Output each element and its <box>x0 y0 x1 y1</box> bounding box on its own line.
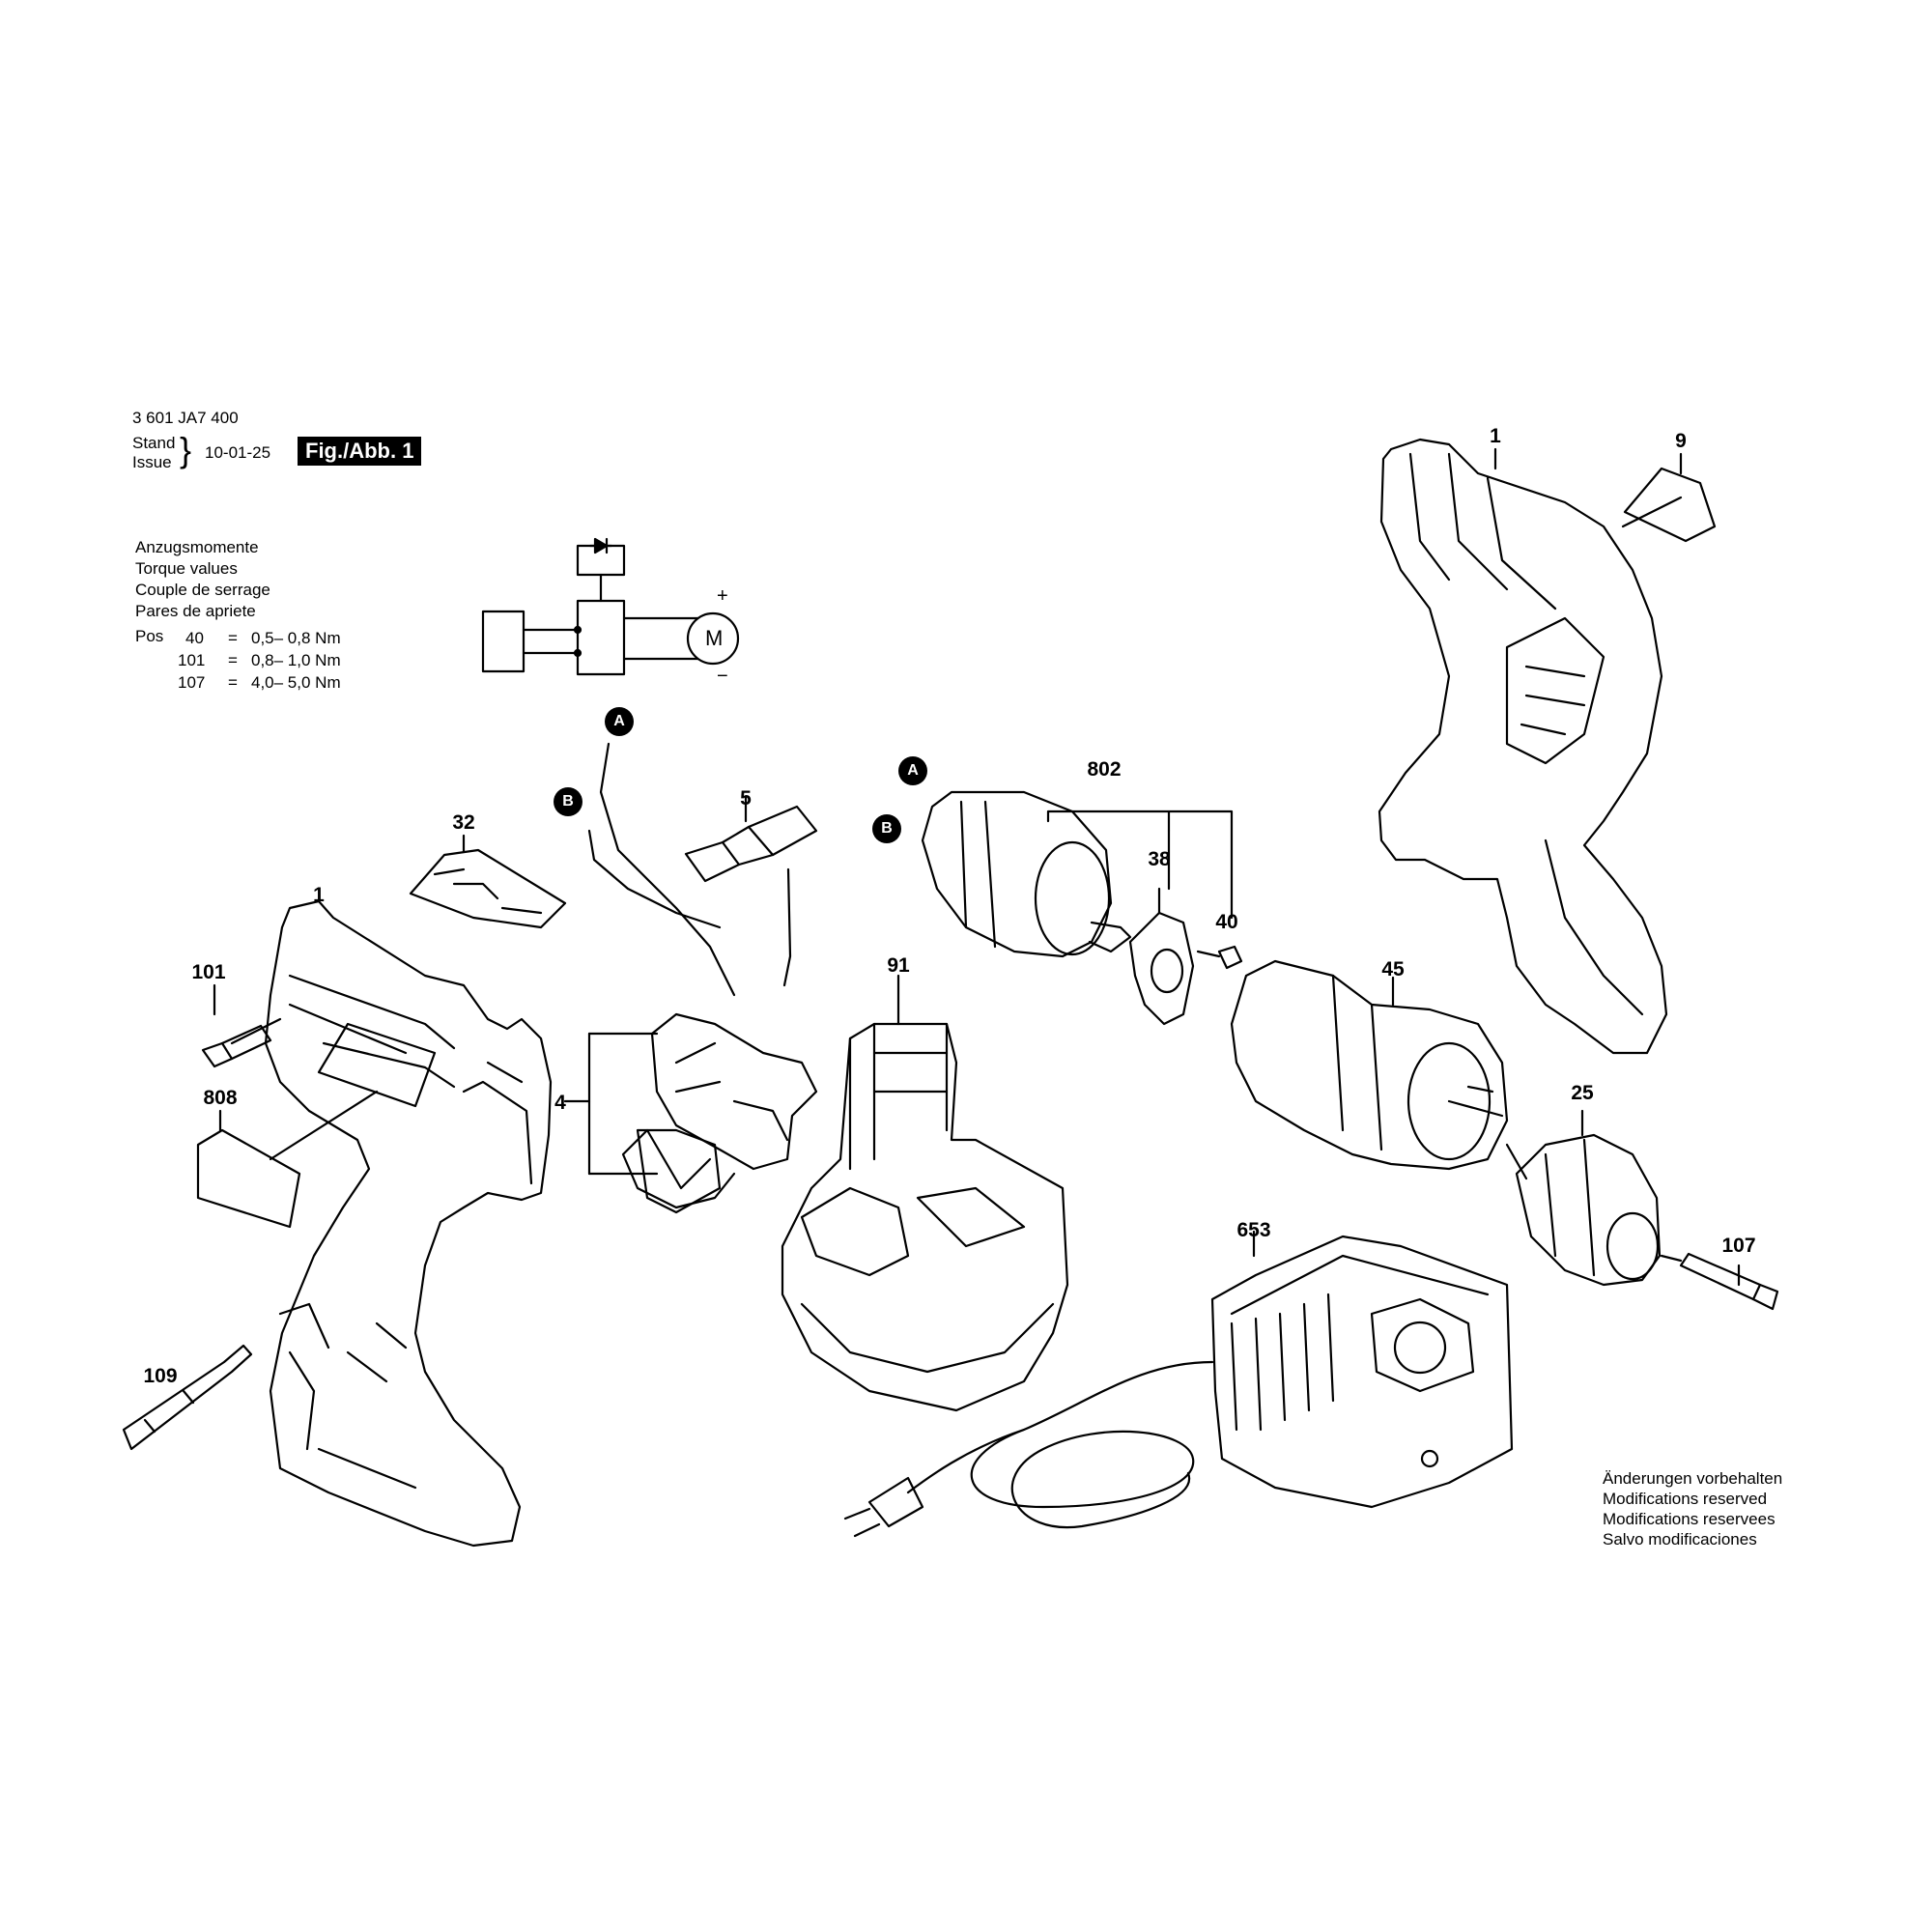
callout-bit-109: 109 <box>143 1365 178 1387</box>
housing-right-drawing <box>1378 438 1668 1055</box>
stand-label: Stand <box>132 434 176 452</box>
torque-title-es: Pares de apriete <box>135 602 256 620</box>
figure-label: Fig./Abb. 1 <box>298 437 422 466</box>
callout-motor-802: 802 <box>1087 758 1122 781</box>
torque-pos: 101 <box>178 651 206 669</box>
torque-pos-label: Pos <box>135 627 164 645</box>
motor-connector-marker-a: A <box>898 756 927 785</box>
callout-cover-5: 5 <box>740 787 752 810</box>
torque-title-de: Anzugsmomente <box>135 538 259 556</box>
torque-title-fr: Couple de serrage <box>135 581 270 599</box>
housing-left-drawing <box>264 899 553 1548</box>
label-808-drawing <box>196 1090 379 1229</box>
part-number: 3 601 JA7 400 <box>132 409 239 427</box>
callout-label-808: 808 <box>203 1087 238 1109</box>
callout-housing-right: 1 <box>1490 425 1501 447</box>
battery-91-drawing <box>781 974 1069 1412</box>
callout-plate-32: 32 <box>452 811 475 834</box>
issue-date: 10-01-25 <box>205 443 271 462</box>
footer-line-es: Salvo modificaciones <box>1603 1530 1757 1548</box>
callout-label-9: 9 <box>1675 430 1687 452</box>
torque-eq: = <box>228 673 238 692</box>
issue-brace: } <box>180 430 192 469</box>
switch-4-drawing <box>563 742 818 1214</box>
wiring-schematic <box>481 537 740 676</box>
connector-marker-b: B <box>554 787 582 816</box>
torque-title-en: Torque values <box>135 559 238 578</box>
torque-range: 4,0– 5,0 Nm <box>251 673 341 692</box>
footer-line-de: Änderungen vorbehalten <box>1603 1469 1783 1488</box>
callout-screw-107: 107 <box>1721 1235 1756 1257</box>
chuck-25-drawing <box>1505 1109 1662 1287</box>
torque-range: 0,5– 0,8 Nm <box>251 629 341 647</box>
charger-653-drawing <box>843 1230 1514 1538</box>
motor-symbol: M <box>705 626 724 650</box>
label-9-drawing <box>1621 452 1717 543</box>
callout-charger-653: 653 <box>1236 1219 1271 1241</box>
motor-connector-marker-b: B <box>872 814 901 843</box>
footer-line-fr: Modifications reservees <box>1603 1510 1776 1528</box>
torque-pos: 107 <box>178 673 206 692</box>
connector-marker-a: A <box>605 707 634 736</box>
callout-washer-38: 38 <box>1148 848 1171 870</box>
callout-screw-40: 40 <box>1215 911 1238 933</box>
washer-38-drawing <box>1128 887 1195 1026</box>
torque-pos: 40 <box>185 629 204 647</box>
callout-gearbox-45: 45 <box>1381 958 1405 980</box>
callout-screw-101: 101 <box>191 961 226 983</box>
torque-range: 0,8– 1,0 Nm <box>251 651 341 669</box>
gearbox-45-drawing <box>1230 959 1509 1171</box>
plate-32-drawing <box>409 834 567 929</box>
screw-107-drawing <box>1660 1252 1779 1311</box>
motor-802-drawing <box>921 790 1234 958</box>
bit-109-drawing <box>122 1344 253 1451</box>
screw-101-drawing <box>201 983 282 1068</box>
screw-40-drawing <box>1196 945 1243 970</box>
callout-battery-91: 91 <box>887 954 910 977</box>
torque-eq: = <box>228 651 238 669</box>
callout-chuck-25: 25 <box>1571 1082 1594 1104</box>
callout-housing-left: 1 <box>313 884 325 906</box>
issue-label: Issue <box>132 453 172 471</box>
callout-switch-4: 4 <box>554 1092 566 1114</box>
minus-sign: − <box>717 666 728 687</box>
plus-sign: + <box>717 585 728 607</box>
footer-line-en: Modifications reserved <box>1603 1490 1768 1508</box>
torque-eq: = <box>228 629 238 647</box>
cover-5-drawing <box>684 795 818 987</box>
